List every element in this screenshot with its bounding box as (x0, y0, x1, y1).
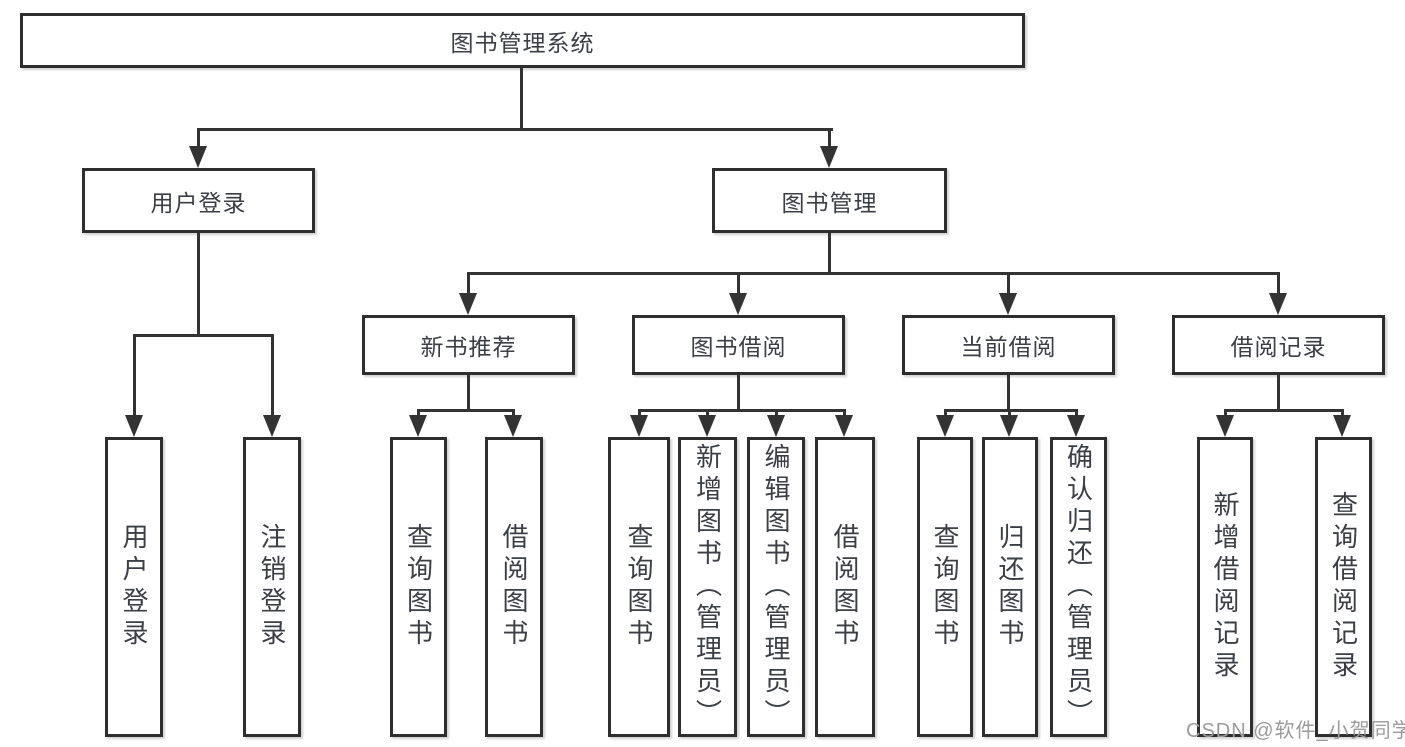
node-user-login: 用户登录 (82, 168, 315, 233)
connector-drop-book-mgmt (828, 128, 831, 148)
connector-drop-g2a (417, 409, 420, 417)
arrow-to-g5b (1333, 415, 1351, 437)
arrow-to-user-login (189, 146, 207, 168)
arrow-to-records (1269, 293, 1287, 315)
leaf-confirm-return-admin: 确认归还（管理员） (1050, 437, 1107, 737)
leaf-query-books-borrow: 查询图书 (608, 437, 670, 737)
connector-drop-records (1277, 272, 1280, 294)
connector-drop-user-login (197, 128, 200, 148)
connector-bookmgmt-crossbar (467, 272, 1280, 275)
connector-drop-g2b (512, 409, 515, 417)
connector-drop-g3d (843, 409, 846, 417)
connector-drop-borrow (737, 272, 740, 294)
leaf-query-books-recommend: 查询图书 (390, 437, 447, 737)
connector-drop-g4b (1008, 409, 1011, 417)
node-borrowing-records: 借阅记录 (1172, 315, 1385, 375)
node-book-management: 图书管理 (712, 168, 947, 233)
arrow-to-g3c (767, 415, 785, 437)
arrow-to-g3d (835, 415, 853, 437)
connector-drop-g3c (775, 409, 778, 417)
connector-bookmgmt-stem (828, 233, 831, 275)
arrow-to-g3a (630, 415, 648, 437)
node-current-borrowing: 当前借阅 (902, 315, 1115, 375)
connector-userlogin-crossbar (133, 334, 273, 337)
connector-drop-g3b (706, 409, 709, 417)
leaf-return-books: 归还图书 (982, 437, 1038, 737)
arrow-to-g4a (936, 415, 954, 437)
leaf-add-books-admin: 新增图书（管理员） (678, 437, 737, 737)
connector-root-crossbar (197, 128, 833, 131)
connector-drop-leaf-login (133, 334, 136, 415)
node-new-book-recommend: 新书推荐 (362, 315, 575, 375)
connector-drop-newbook (467, 272, 470, 294)
connector-drop-g5a (1224, 409, 1227, 417)
connector-current-stem (1007, 375, 1010, 412)
leaf-borrow-books: 借阅图书 (815, 437, 875, 737)
arrow-to-current (999, 293, 1017, 315)
leaf-add-borrow-record: 新增借阅记录 (1197, 437, 1253, 737)
leaf-edit-books-admin: 编辑图书（管理员） (747, 437, 805, 737)
node-book-borrowing: 图书借阅 (632, 315, 845, 375)
connector-drop-leaf-logout (271, 334, 274, 415)
arrow-to-book-mgmt (820, 146, 838, 168)
connector-borrow-crossbar (638, 409, 846, 412)
arrow-to-leaf-logout (263, 415, 281, 437)
leaf-user-login: 用户登录 (105, 437, 163, 737)
arrow-to-g3b (698, 415, 716, 437)
connector-userlogin-stem (197, 233, 200, 336)
connector-newbook-crossbar (417, 409, 515, 412)
arrow-to-leaf-login (125, 415, 143, 437)
connector-current-crossbar (944, 409, 1078, 412)
arrow-to-g5a (1216, 415, 1234, 437)
arrow-to-g2b (504, 415, 522, 437)
arrow-to-g2a (409, 415, 427, 437)
arrow-to-borrow (729, 293, 747, 315)
arrow-to-newbook (459, 293, 477, 315)
csdn-watermark: CSDN @软件_小贺同学 (1186, 720, 1405, 742)
connector-drop-g3a (638, 409, 641, 417)
connector-records-crossbar (1224, 409, 1344, 412)
connector-newbook-stem (467, 375, 470, 412)
connector-drop-g4a (944, 409, 947, 417)
node-root-library-system: 图书管理系统 (20, 13, 1025, 68)
connector-borrow-stem (737, 375, 740, 412)
arrow-to-g4c (1067, 415, 1085, 437)
connector-root-stem (520, 68, 523, 130)
leaf-logout: 注销登录 (243, 437, 301, 737)
leaf-query-borrow-record: 查询借阅记录 (1315, 437, 1372, 737)
connector-drop-current (1007, 272, 1010, 294)
connector-drop-g5b (1341, 409, 1344, 417)
leaf-borrow-books-recommend: 借阅图书 (485, 437, 543, 737)
connector-drop-g4c (1075, 409, 1078, 417)
leaf-query-books-current: 查询图书 (917, 437, 973, 737)
arrow-to-g4b (1000, 415, 1018, 437)
connector-records-stem (1277, 375, 1280, 412)
